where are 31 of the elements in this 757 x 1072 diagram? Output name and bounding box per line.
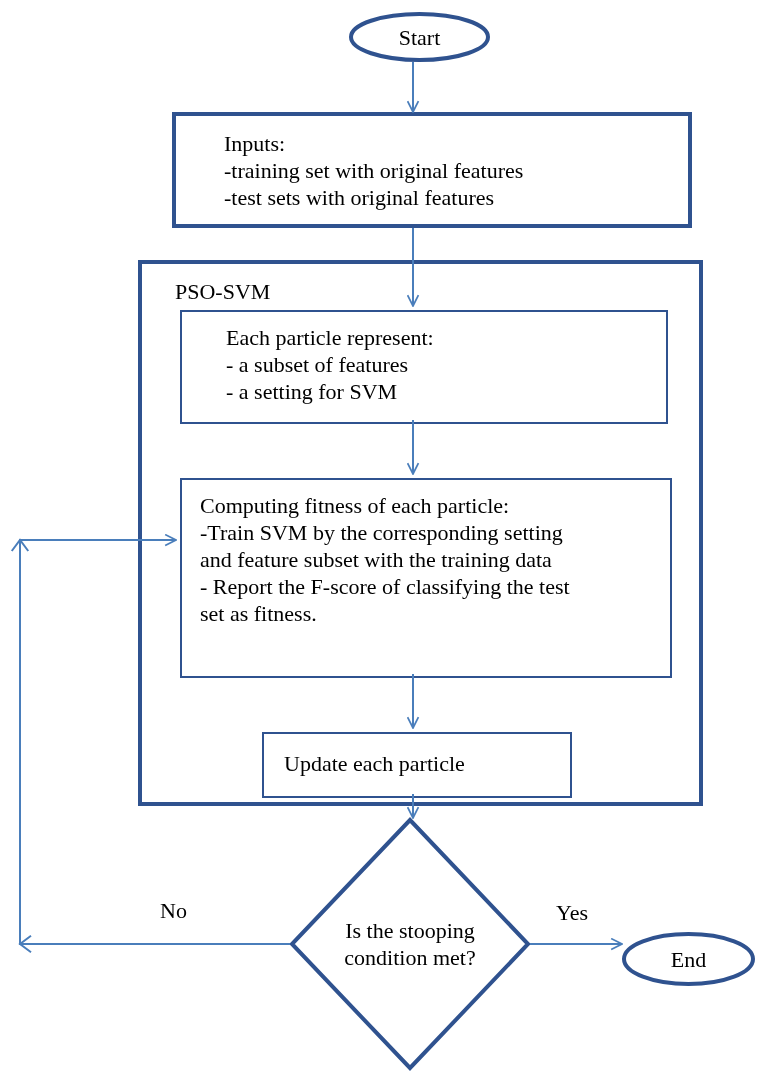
process-box	[180, 310, 668, 424]
arrow	[406, 673, 420, 729]
arrow	[406, 419, 420, 475]
process-box	[262, 732, 572, 798]
start-terminal	[349, 12, 490, 62]
list-item: - a setting for SVM	[226, 378, 399, 405]
arrow	[406, 227, 420, 307]
list-item: -training set with original features	[224, 157, 525, 184]
arrow	[529, 937, 623, 951]
decision-diamond	[290, 818, 530, 1070]
list-item: - Report the F-score of classifying the test set as fitness.	[200, 573, 571, 627]
box-heading: Each particle represent:	[226, 324, 435, 351]
input-box	[172, 112, 692, 228]
list-item: - a subset of features	[226, 351, 410, 378]
arrow	[406, 793, 420, 819]
end-terminal	[622, 932, 755, 986]
node-label: Is the stooping condition met?	[343, 917, 477, 971]
process-container	[138, 260, 703, 806]
edge-label: No	[160, 898, 187, 924]
node-label: End	[670, 945, 707, 973]
box-heading: Inputs:	[224, 130, 287, 157]
edge-label: Yes	[556, 900, 588, 926]
process-box	[180, 478, 672, 678]
arrow	[10, 533, 291, 954]
arrow	[406, 61, 420, 113]
node-label: PSO-SVM	[175, 278, 272, 305]
node-label: Start	[398, 23, 441, 51]
list-item: -Train SVM by the corresponding setting and feature subset with the training data	[200, 519, 564, 573]
list-item: -test sets with original features	[224, 184, 496, 211]
node-label: Update each particle	[284, 750, 466, 777]
box-heading: Computing fitness of each particle:	[200, 492, 511, 519]
